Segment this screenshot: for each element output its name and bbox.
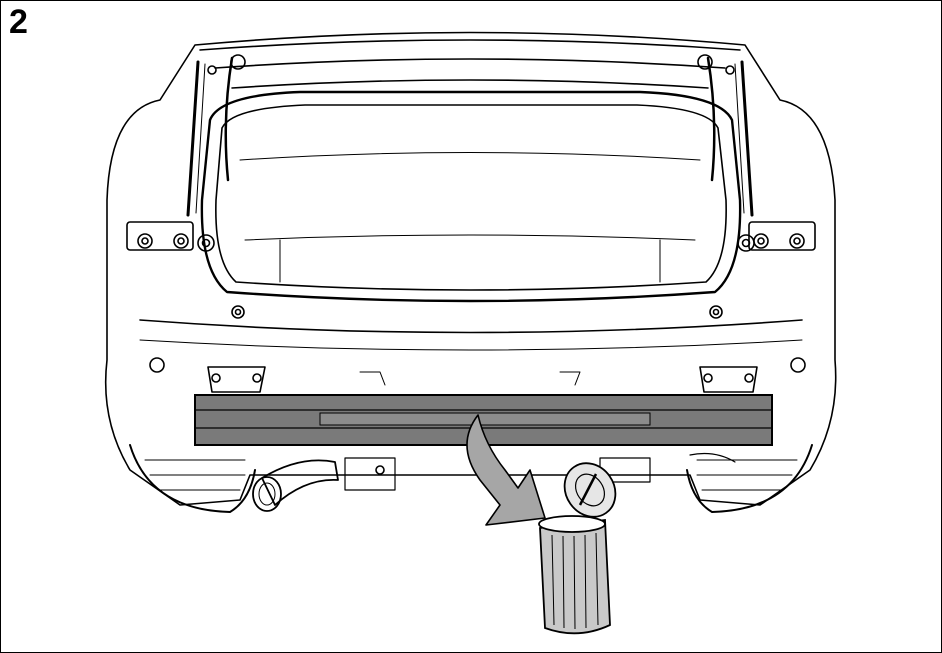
gas-strut-right [740,60,754,217]
bumper-bracket-left [207,366,266,393]
exhaust-pipe [252,459,339,512]
car-body-outline [104,31,837,506]
bumper-beam [194,394,773,446]
hinge-bracket-left [126,221,215,252]
wheel-right [686,444,813,513]
gas-strut-left [186,60,200,217]
trunk-opening-inner [215,104,727,291]
bumper-bracket-right [699,366,758,393]
disposal-arrow-icon [466,414,546,526]
step-number-label: 2 [9,3,28,41]
wheel-left [129,444,256,513]
waste-bin-icon [538,462,617,635]
trunk-opening-outer [200,90,742,303]
hinge-bracket-right [737,221,816,252]
